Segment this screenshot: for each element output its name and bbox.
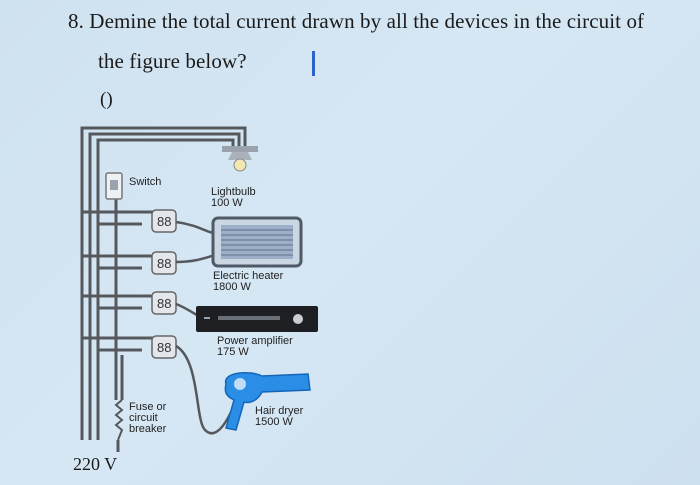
outlet-icon: 88 bbox=[151, 251, 177, 275]
svg-text:88: 88 bbox=[157, 296, 171, 311]
outlet-icon: 88 bbox=[151, 291, 177, 315]
lightbulb-name: Lightbulb bbox=[211, 186, 256, 198]
text-cursor bbox=[312, 51, 315, 76]
switch-label: Switch bbox=[129, 176, 162, 188]
svg-text:88: 88 bbox=[157, 340, 171, 355]
svg-text:88: 88 bbox=[157, 256, 171, 271]
heater-name: Electric heater bbox=[213, 270, 284, 282]
hair-dryer-icon bbox=[224, 371, 311, 431]
fuse-label-line2: circuit bbox=[129, 412, 158, 424]
svg-text:88: 88 bbox=[157, 214, 171, 229]
outlet-icon: 88 bbox=[151, 335, 177, 359]
hairdryer-name: Hair dryer bbox=[255, 405, 304, 417]
switch-icon bbox=[105, 172, 123, 200]
outlet-icon: 88 bbox=[151, 209, 177, 233]
fuse-label-line3: breaker bbox=[129, 423, 167, 435]
answer-placeholder[interactable]: () bbox=[100, 89, 113, 110]
heater-power: 1800 W bbox=[213, 281, 251, 293]
lightbulb-icon bbox=[222, 146, 258, 172]
circuit-wires bbox=[80, 126, 247, 452]
fuse-label-line1: Fuse or bbox=[129, 401, 167, 413]
fuse-icon bbox=[114, 399, 124, 441]
amplifier-name: Power amplifier bbox=[217, 335, 293, 347]
power-amplifier-icon bbox=[196, 306, 318, 332]
hairdryer-power: 1500 W bbox=[255, 416, 293, 428]
amplifier-power: 175 W bbox=[217, 346, 249, 358]
electric-heater-icon bbox=[211, 216, 303, 268]
lightbulb-power: 100 W bbox=[211, 197, 243, 209]
supply-voltage-label: 220 V bbox=[73, 454, 118, 474]
question-line-1: 8. Demine the total current drawn by all… bbox=[68, 9, 645, 33]
question-line-2: the figure below? bbox=[98, 49, 247, 73]
